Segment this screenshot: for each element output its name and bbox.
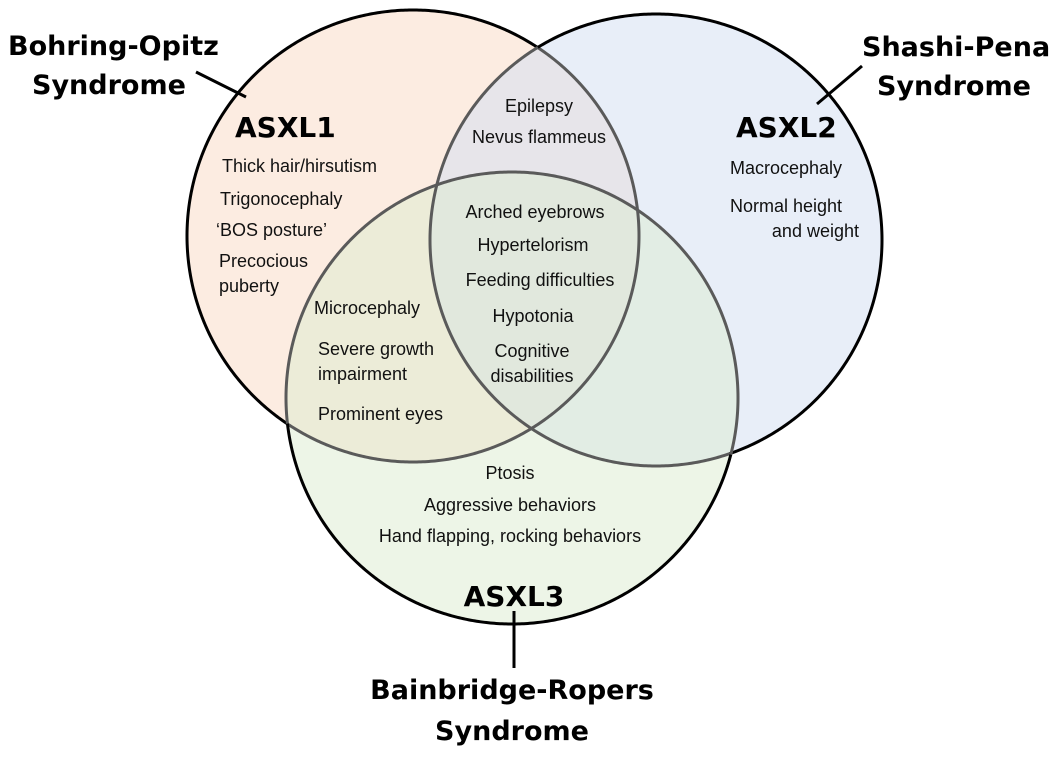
feature-normal-height: Normal height xyxy=(730,196,842,216)
asxl3-gene-label: ASXL3 xyxy=(464,580,565,613)
feature-ptosis: Ptosis xyxy=(485,463,534,483)
asxl3-circle xyxy=(286,172,738,624)
feature-prominent-eyes: Prominent eyes xyxy=(318,404,443,424)
asxl3-inner-arc xyxy=(284,170,740,424)
feature-trigonocephaly: Trigonocephaly xyxy=(220,189,342,209)
feature-impairment: impairment xyxy=(318,364,407,384)
feature-precocious: Precocious xyxy=(219,251,308,271)
asxl2-outer-arc xyxy=(729,239,884,456)
feature-bos-posture: ‘BOS posture’ xyxy=(216,220,327,240)
asxl1-gene-label: ASXL1 xyxy=(235,111,336,144)
asxl1-inner-arc xyxy=(285,235,641,464)
asxl2-leader-line xyxy=(816,64,863,106)
feature-puberty: puberty xyxy=(219,276,279,296)
asxl2-gene-label: ASXL2 xyxy=(736,111,837,144)
feature-arched-eyebrows: Arched eyebrows xyxy=(465,202,604,222)
asxl2-outer-arc xyxy=(537,12,884,241)
circle-outlines xyxy=(185,8,884,626)
feature-cognitive: Cognitive xyxy=(494,341,569,361)
asxl1-outer-arc xyxy=(185,8,539,425)
asxl3-outer-arc xyxy=(285,423,733,626)
feature-hypotonia: Hypotonia xyxy=(492,306,574,326)
feature-thick-hair: Thick hair/hirsutism xyxy=(222,156,377,176)
asxl1-leader-line xyxy=(195,70,247,99)
feature-hand-flapping: Hand flapping, rocking behaviors xyxy=(379,526,641,546)
feature-microcephaly: Microcephaly xyxy=(314,298,420,318)
feature-feeding-difficulties: Feeding difficulties xyxy=(466,270,615,290)
asxl1-syndrome-line2: Syndrome xyxy=(32,70,186,101)
feature-severe-growth: Severe growth xyxy=(318,339,434,359)
asxl2-syndrome-line2: Syndrome xyxy=(877,71,1031,102)
asxl1-inner-arc xyxy=(536,46,641,237)
feature-and-weight: and weight xyxy=(772,221,859,241)
feature-nevus-flammeus: Nevus flammeus xyxy=(472,127,606,147)
asxl2-syndrome-line1: Shashi-Pena xyxy=(862,32,1050,63)
asxl2-inner-arc xyxy=(428,46,731,468)
feature-disabilities: disabilities xyxy=(490,366,573,386)
asxl3-syndrome-line1: Bainbridge-Ropers xyxy=(370,675,654,706)
feature-aggressive-behaviors: Aggressive behaviors xyxy=(424,495,596,515)
asxl3-inner-arc xyxy=(729,397,740,455)
asxl3-syndrome-line2: Syndrome xyxy=(435,716,589,747)
asxl1-syndrome-line1: Bohring-Opitz xyxy=(8,31,219,62)
feature-epilepsy: Epilepsy xyxy=(505,96,573,116)
feature-hypertelorism: Hypertelorism xyxy=(477,235,588,255)
feature-macrocephaly: Macrocephaly xyxy=(730,158,842,178)
